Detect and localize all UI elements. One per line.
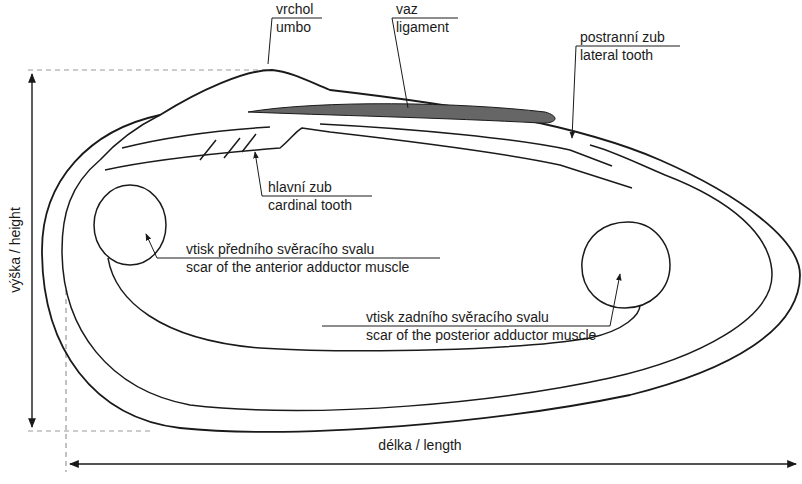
dimension-arrows	[32, 74, 796, 464]
part-name: ligament	[396, 19, 449, 35]
part-name: lateral tooth	[580, 47, 653, 63]
part-name: postranní zub	[580, 29, 665, 45]
part-name: cardinal tooth	[268, 197, 352, 213]
dimension-label: výška / height	[7, 207, 23, 293]
ligament-band	[248, 104, 555, 123]
part-name: vtisk zadního svěracího svalu	[366, 309, 549, 325]
part-name: vtisk předního svěracího svalu	[186, 241, 374, 257]
part-name: scar of the posterior adductor muscle	[366, 327, 596, 343]
part-name: umbo	[276, 19, 311, 35]
part-name: vrchol	[276, 1, 313, 17]
leader-lines	[146, 18, 680, 326]
shell-valve	[42, 70, 800, 432]
part-name: scar of the anterior adductor muscle	[186, 259, 409, 275]
part-name: vaz	[396, 1, 418, 17]
dimension-label: délka / length	[378, 437, 461, 453]
part-name: hlavní zub	[268, 179, 332, 195]
